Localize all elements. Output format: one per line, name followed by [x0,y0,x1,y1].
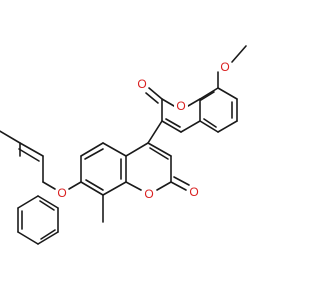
upper-carbonyl-oxygen-mask [135,77,149,91]
bond-c7-c8-inner [85,179,104,191]
methoxy-oxygen-label: O [220,60,229,74]
bond-c2-carbonyl-b [145,92,159,104]
bond-ph-5 [37,231,59,245]
lower-ring-oxygen-mask [142,187,156,201]
bond-c2-carbonyl-a [148,87,163,100]
bond-c5-c6-inner [84,148,104,160]
bond-c7-c8 [80,181,104,196]
upper-ring-oxygen-mask [174,99,188,113]
ether-oxygen-mask [55,186,69,200]
bond-c4a-c4 [125,142,149,157]
bond-c2-carbonyl-b [173,176,190,186]
bond-ch-ch-double-a [19,142,44,157]
lower-carbonyl-oxygen-label: O [189,185,198,199]
bond-biaryl-link [147,120,163,144]
bond-ring-oxygen-c2 [161,98,175,107]
bond-c8-c8a-inner [200,91,215,101]
bond-c4-c3-inner [149,147,169,160]
bond-c2-carbonyl-a [170,181,187,191]
chemical-structure-diagram: O O O O O O [0,45,247,245]
bond-c3-c4 [161,120,182,133]
bond-c4a-c5 [102,142,127,157]
bond-c5-c6 [80,142,104,157]
bond-c7-c8 [217,87,238,100]
bond-c4-c4a [180,120,201,133]
phenyl-ring [0,130,59,245]
lower-ring-oxygen-label: O [144,187,153,201]
bond-ring-oxygen-c8a [125,181,142,191]
lower-carbonyl-oxygen-mask [187,185,201,199]
bond-c5-c6 [217,120,238,133]
bond-c3-c4-inner [165,118,181,128]
bond-c2-ring-oxygen [156,181,172,191]
bond-c4a-c5 [199,120,219,133]
bond-ch-ch-double-b [18,148,40,162]
bond-ph-inner-2 [40,229,56,240]
bond-c8a-ring-oxygen [187,98,201,107]
bond-methyl-to-methoxy-oxygen [231,45,247,63]
bond-c8-c8a [199,87,219,100]
bond-ether-oxygen-ch2 [42,181,56,190]
upper-coumarin-bonds [145,45,247,133]
bond-c8-c8a [102,181,127,196]
bond-ph-4 [17,231,39,245]
bond-c7-ether-oxygen [68,181,82,190]
bond-c4a-c5-inner [203,118,217,128]
atom-labels: O O O O O O [55,60,232,201]
bond-ph-2 [17,195,39,209]
bond-c4-c3 [147,142,172,157]
upper-carbonyl-oxygen-label: O [137,77,146,91]
upper-ring-oxygen-label: O [176,99,185,113]
bond-ph-inner-3 [39,200,55,211]
ether-oxygen-label: O [57,186,66,200]
lower-coumarin-bonds [68,142,190,223]
bond-ph-1 [0,130,21,144]
bond-ph-7 [37,195,59,209]
methoxy-oxygen-mask [218,60,232,74]
cinnamyl-bonds [18,142,56,190]
